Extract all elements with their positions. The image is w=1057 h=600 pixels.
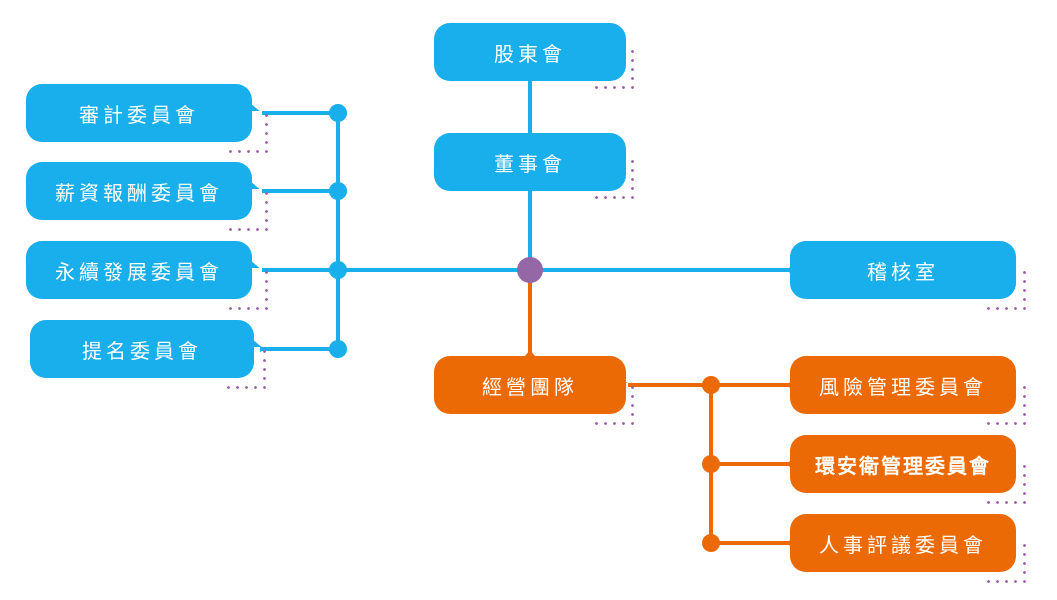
node-board: 董事會 (434, 133, 626, 191)
junction-dot (702, 534, 720, 552)
junction-dot (329, 261, 347, 279)
node-risk-committee: 風險管理委員會 (790, 356, 1016, 414)
node-nomination-committee: 提名委員會 (30, 320, 254, 378)
node-ehs-committee: 環安衛管理委員會 (790, 435, 1016, 493)
node-hr-committee: 人事評議委員會 (790, 514, 1016, 572)
junction-dot (329, 182, 347, 200)
junction-dot (329, 104, 347, 122)
node-sustainability-committee: 永續發展委員會 (26, 241, 252, 299)
junction-dot (702, 455, 720, 473)
node-internal-audit: 稽核室 (790, 241, 1016, 299)
node-shareholders: 股東會 (434, 23, 626, 81)
node-audit-committee: 審計委員會 (26, 84, 252, 142)
hub-node (517, 257, 543, 283)
node-remuneration-committee: 薪資報酬委員會 (26, 162, 252, 220)
node-management-team: 經營團隊 (434, 356, 626, 414)
junction-dot (329, 340, 347, 358)
junction-dot (702, 376, 720, 394)
